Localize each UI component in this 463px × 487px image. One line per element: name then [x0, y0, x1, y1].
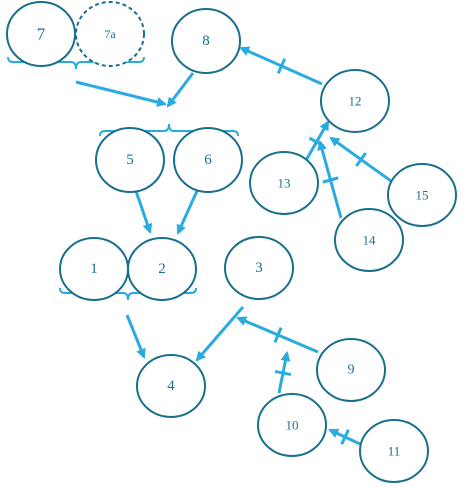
node-10: 10	[257, 393, 327, 457]
edge-group-1-2-to-4	[125, 314, 146, 359]
edge-block-mark	[340, 429, 350, 445]
edge-15-to-12	[329, 136, 392, 183]
node-15: 15	[387, 163, 457, 227]
node-circle-7	[6, 1, 76, 67]
edge-block-mark	[355, 152, 367, 167]
edge-block-mark	[273, 327, 283, 343]
node-label-6: 6	[204, 152, 212, 168]
node-label-7a: 7a	[104, 27, 116, 41]
node-circle-11	[359, 419, 429, 483]
edge-line	[195, 306, 245, 362]
node-circle-14	[334, 208, 404, 272]
node-circle-15	[387, 163, 457, 227]
node-label-1: 1	[90, 261, 98, 277]
bracket-group-1-2	[59, 287, 197, 301]
node-7a: 7a	[75, 1, 145, 67]
edge-line	[176, 190, 199, 235]
edge-group-7-7a-to-group-5-6	[75, 80, 167, 107]
edge-9-to-3	[236, 316, 319, 354]
node-8: 8	[171, 8, 241, 74]
node-circle-3	[224, 236, 294, 300]
edge-10-to-9	[274, 351, 292, 394]
node-2: 2	[127, 237, 197, 301]
node-circle-5	[95, 127, 165, 193]
node-label-11: 11	[388, 444, 401, 459]
node-13: 13	[249, 151, 319, 215]
edge-line	[75, 80, 167, 107]
node-circle-10	[257, 393, 327, 457]
edge-block-mark	[276, 58, 287, 74]
edge-5-to-2	[134, 190, 153, 234]
node-3: 3	[224, 236, 294, 300]
edge-6-to-2	[176, 190, 199, 235]
node-label-2: 2	[158, 261, 166, 277]
node-label-4: 4	[167, 378, 175, 394]
node-label-5: 5	[126, 152, 134, 168]
bracket-group-7-7a	[7, 56, 145, 70]
node-circle-9	[316, 338, 386, 402]
node-9: 9	[316, 338, 386, 402]
node-label-12: 12	[349, 94, 362, 109]
edge-3-to-4	[195, 306, 245, 362]
edge-block-mark	[322, 176, 339, 184]
edge-line	[125, 314, 146, 359]
node-circle-2	[127, 237, 197, 301]
node-circle-4	[136, 354, 206, 418]
node-label-15: 15	[416, 188, 429, 203]
node-label-13: 13	[278, 176, 291, 191]
node-label-7: 7	[37, 25, 46, 44]
edge-14-to-12	[317, 140, 343, 219]
node-14: 14	[334, 208, 404, 272]
node-7: 7	[6, 1, 76, 67]
node-circle-13	[249, 151, 319, 215]
node-11: 11	[359, 419, 429, 483]
node-label-8: 8	[202, 33, 210, 49]
edge-block-mark	[274, 369, 292, 377]
node-circle-12	[320, 69, 390, 133]
node-circle-6	[173, 127, 243, 193]
node-1: 1	[59, 237, 129, 301]
edge-12-to-8	[239, 46, 323, 86]
edge-line	[166, 72, 195, 108]
node-label-10: 10	[286, 418, 299, 433]
node-6: 6	[173, 127, 243, 193]
edge-line	[134, 190, 153, 234]
node-circle-7a	[75, 1, 145, 67]
node-label-3: 3	[255, 260, 263, 276]
node-label-9: 9	[348, 363, 355, 378]
bracket-group-5-6	[99, 123, 239, 137]
node-5: 5	[95, 127, 165, 193]
node-4: 4	[136, 354, 206, 418]
edge-11-to-10	[328, 428, 361, 446]
node-12: 12	[320, 69, 390, 133]
node-circle-8	[171, 8, 241, 74]
edge-8-to-group-5-6	[166, 72, 195, 108]
node-label-14: 14	[363, 233, 377, 248]
